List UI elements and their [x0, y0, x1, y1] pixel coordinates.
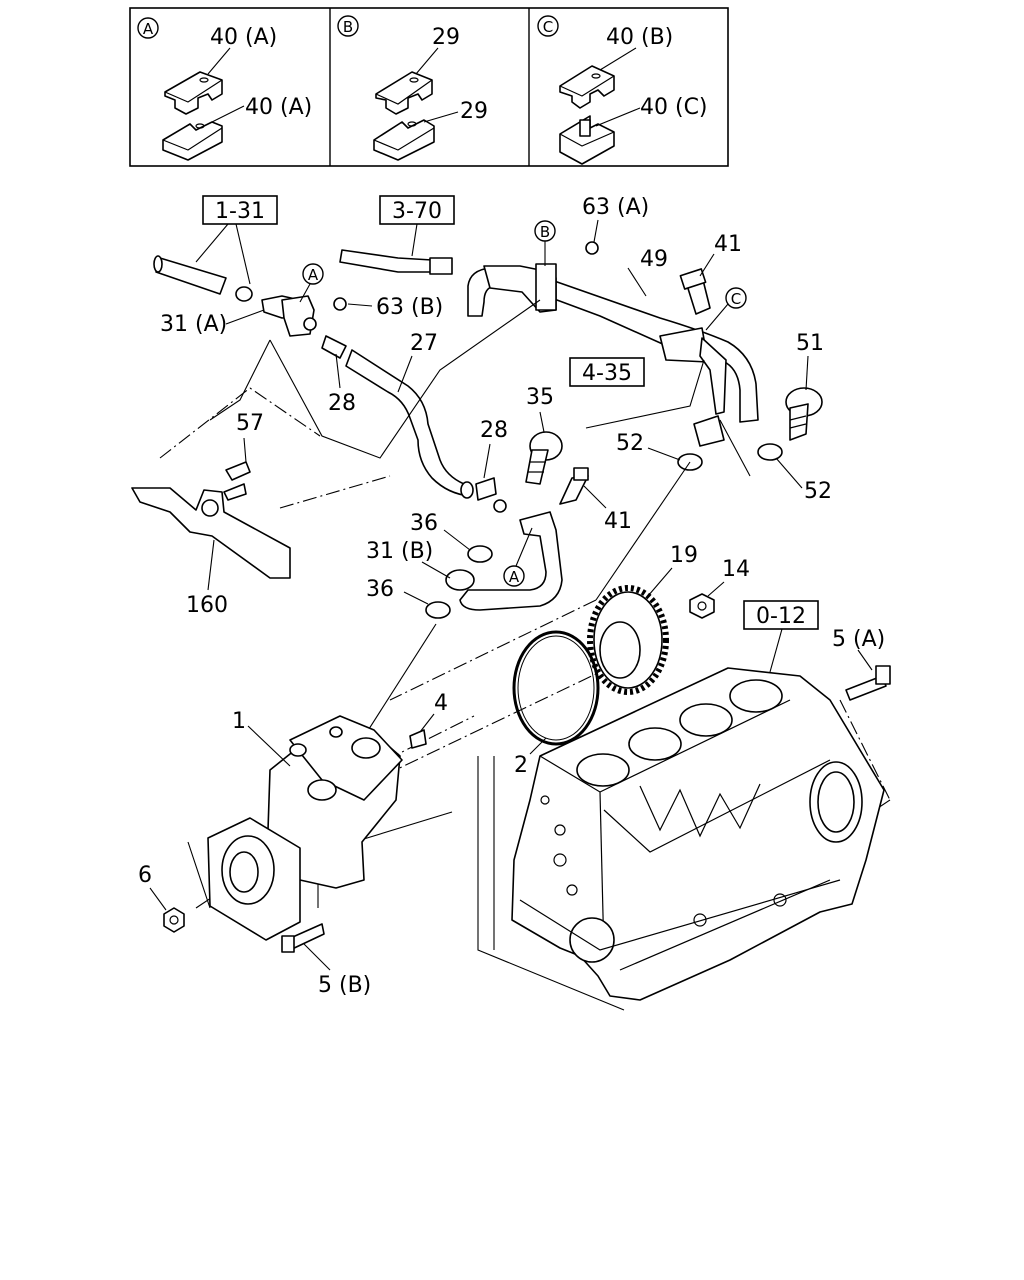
- washer-52-right-icon: [757, 443, 783, 461]
- callout-160: 160: [186, 593, 228, 618]
- ref-box-4-35-label: 4-35: [582, 361, 632, 386]
- inset-b-top-label: 29: [432, 25, 460, 50]
- inset-marker-a: A: [143, 20, 154, 38]
- pin-4-icon: [409, 729, 427, 749]
- banjo-bolt-35: [525, 431, 563, 485]
- callout-41-upper: 41: [714, 232, 742, 257]
- svg-text:B: B: [540, 223, 550, 241]
- clamp-40a-bottom-icon: [162, 121, 223, 161]
- clamp-40c-icon: [559, 115, 615, 165]
- o-ring-2: [512, 630, 600, 746]
- cylinder-block: [511, 667, 885, 1001]
- banjo-bolt-51: [785, 387, 823, 441]
- fuel-pipe-31b: [425, 511, 563, 619]
- clamp-28-lower-icon: [475, 477, 497, 501]
- inset-panel-a: A 40 (A) 40 (A): [137, 17, 312, 161]
- nut-14: [689, 593, 715, 619]
- bolt-5b: [281, 923, 325, 953]
- fuel-pipe-49: [467, 263, 759, 447]
- callout-31b: 31 (B): [366, 539, 433, 564]
- clamp-29-bottom-icon: [373, 119, 435, 161]
- inset-panel-c: C 40 (B) 40 (C): [537, 15, 708, 165]
- callout-31a: 31 (A): [160, 312, 227, 337]
- svg-text:A: A: [308, 266, 319, 284]
- inset-c-bottom-label: 40 (C): [640, 95, 708, 120]
- washer-36-upper-icon: [467, 545, 493, 563]
- callout-41-lower: 41: [604, 509, 632, 534]
- svg-text:A: A: [509, 568, 520, 586]
- callout-2: 2: [514, 753, 528, 778]
- hose-clamp-icon: [235, 286, 253, 302]
- callout-labels: 31 (A) 63 (B) 28 27 63 (A) 49 41 51 57 3…: [138, 195, 885, 998]
- callout-49: 49: [640, 247, 668, 272]
- callout-28-upper: 28: [328, 391, 356, 416]
- fuel-pump-1: [207, 715, 427, 941]
- callout-6: 6: [138, 863, 152, 888]
- callout-63b: 63 (B): [376, 295, 443, 320]
- ref-box-4-35: 4-35: [569, 357, 645, 387]
- marker-b-upper: B: [534, 220, 556, 266]
- marker-a-upper: A: [299, 263, 324, 303]
- callout-14: 14: [722, 557, 750, 582]
- bracket-160: [131, 437, 291, 579]
- inset-marker-c: C: [543, 18, 553, 36]
- nut-6: [163, 907, 185, 933]
- callout-52-left: 52: [616, 431, 644, 456]
- rubber-hose-27: [345, 349, 474, 499]
- callout-52-right: 52: [804, 479, 832, 504]
- callout-51: 51: [796, 331, 824, 356]
- clamp-inset-panel: A 40 (A) 40 (A) B 29 29: [129, 7, 729, 167]
- callout-28-lower: 28: [480, 418, 508, 443]
- bolt-5a: [845, 665, 891, 701]
- ref-box-0-12-label: 0-12: [756, 604, 806, 629]
- inset-a-top-label: 40 (A): [210, 25, 277, 50]
- marker-c-upper: C: [705, 287, 747, 331]
- inset-c-top-label: 40 (B): [606, 25, 673, 50]
- fuel-hose-1-31: [153, 223, 253, 302]
- marker-a-lower: A: [503, 527, 533, 587]
- ref-box-1-31: 1-31: [202, 195, 278, 225]
- callout-19: 19: [670, 543, 698, 568]
- bolt-41-top: [679, 268, 711, 315]
- callout-5b: 5 (B): [318, 973, 371, 998]
- fitting-icon: [493, 499, 507, 513]
- bolt-41-mid: [559, 467, 589, 505]
- ref-box-1-31-label: 1-31: [215, 199, 265, 224]
- callout-35: 35: [526, 385, 554, 410]
- callout-1: 1: [232, 709, 246, 734]
- svg-text:C: C: [731, 290, 741, 308]
- leader-lines: [159, 299, 891, 1011]
- inset-a-bottom-label: 40 (A): [245, 95, 312, 120]
- inset-b-bottom-label: 29: [460, 99, 488, 124]
- fuel-pipe-3-70: [339, 223, 453, 275]
- nut-63b-icon: [333, 297, 347, 311]
- callout-36-lower: 36: [366, 577, 394, 602]
- clamp-28-top-icon: [321, 335, 347, 359]
- clamp-40a-top-icon: [164, 71, 223, 115]
- washer-36-lower-icon: [425, 601, 451, 619]
- callout-63a: 63 (A): [582, 195, 649, 220]
- clamp-29-top-icon: [375, 71, 433, 115]
- callout-57: 57: [236, 411, 264, 436]
- nut-63a-icon: [585, 241, 599, 255]
- ref-box-3-70: 3-70: [379, 195, 455, 225]
- ref-box-3-70-label: 3-70: [392, 199, 442, 224]
- clamp-40b-icon: [559, 65, 615, 109]
- gear-19: [587, 585, 669, 695]
- inset-panel-b: B 29 29: [337, 15, 488, 161]
- ref-box-0-12: 0-12: [743, 600, 819, 630]
- callout-27: 27: [410, 331, 438, 356]
- inset-marker-b: B: [343, 18, 353, 36]
- callout-36-upper: 36: [410, 511, 438, 536]
- callout-4: 4: [434, 691, 448, 716]
- callout-5a: 5 (A): [832, 627, 885, 652]
- fuel-connector-31a: [261, 295, 347, 359]
